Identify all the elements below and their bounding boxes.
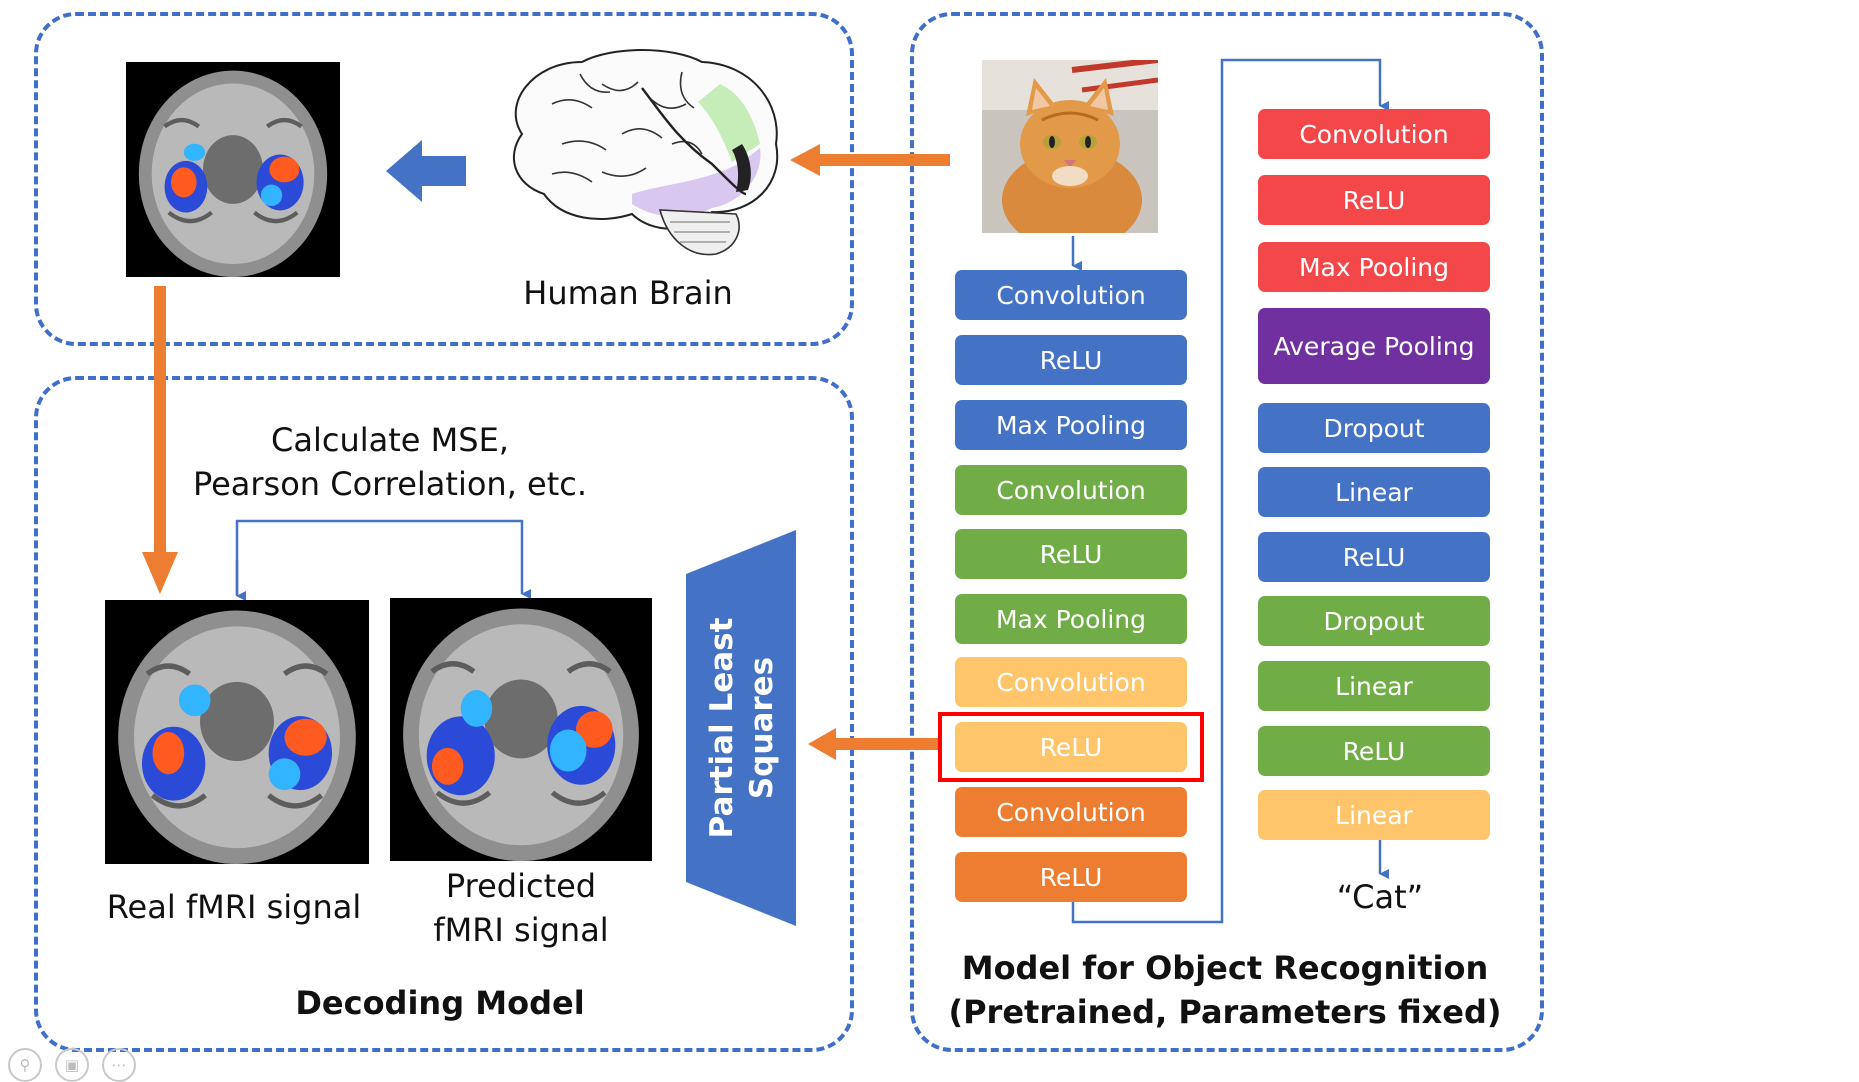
layer-label: Convolution (996, 797, 1146, 827)
pls-label-line1: Partial Least (704, 617, 740, 839)
brain-to-real-arrow (142, 286, 178, 594)
layer-col1-6: Max Pooling (955, 594, 1187, 644)
layer-col1-4: Convolution (955, 465, 1187, 515)
real-fmri-scan (105, 600, 369, 864)
layer-label: ReLU (1039, 539, 1103, 569)
layer-col2-10: ReLU (1258, 726, 1490, 776)
brain-panel (34, 12, 854, 346)
layer-label: ReLU (1342, 185, 1406, 215)
output-label: “Cat” (1336, 878, 1424, 916)
layer-col1-5: ReLU (955, 529, 1187, 579)
layer-col2-1: Convolution (1258, 109, 1490, 159)
pls-label-line2: Squares (744, 656, 780, 800)
model-title-line2: (Pretrained, Parameters fixed) (948, 993, 1502, 1031)
pls-label: Partial Least Squares (692, 578, 792, 878)
brain-illustration (513, 49, 779, 256)
zoom-icon[interactable]: ⚲ (8, 1048, 42, 1082)
layer-label: ReLU (1039, 862, 1103, 892)
metrics-text: Calculate MSE, Pearson Correlation, etc. (170, 418, 610, 506)
selected-layer-highlight (938, 712, 1204, 782)
brain-scan-top (126, 62, 340, 277)
metrics-line1: Calculate MSE, (271, 421, 509, 459)
predicted-fmri-scan (390, 598, 652, 861)
metrics-line2: Pearson Correlation, etc. (192, 465, 588, 503)
layer-col2-3: Max Pooling (1258, 242, 1490, 292)
layer-label: Convolution (1299, 119, 1449, 149)
layer-col1-9: Convolution (955, 787, 1187, 837)
layer-label: Linear (1335, 671, 1413, 701)
layer-col1-3: Max Pooling (955, 400, 1187, 450)
predicted-label-line2: fMRI signal (433, 911, 609, 949)
camera-icon[interactable]: ▣ (55, 1048, 89, 1082)
layer-label: Convolution (996, 667, 1146, 697)
pls-trapezoid (686, 530, 796, 926)
brain-title: Human Brain (523, 274, 733, 312)
real-fmri-label: Real fMRI signal (106, 888, 362, 926)
cat-photo (982, 60, 1158, 233)
layer-col2-6: Linear (1258, 467, 1490, 517)
layer-col2-8: Dropout (1258, 596, 1490, 646)
blue-block-arrow-icon (386, 140, 466, 202)
layer-col2-2: ReLU (1258, 175, 1490, 225)
layer-col2-9: Linear (1258, 661, 1490, 711)
decoding-panel (34, 376, 854, 1052)
layer-col1-2: ReLU (955, 335, 1187, 385)
decoding-model-title: Decoding Model (295, 984, 585, 1022)
model-title: Model for Object Recognition (Pretrained… (940, 946, 1510, 1034)
model-title-line1: Model for Object Recognition (961, 949, 1489, 987)
layer-label: Max Pooling (1298, 252, 1449, 282)
layer-col2-7: ReLU (1258, 532, 1490, 582)
layer-col2-11: Linear (1258, 790, 1490, 840)
layer-col2-5: Dropout (1258, 403, 1490, 453)
layer-col1-8: ReLU (955, 722, 1187, 772)
more-options-icon[interactable]: ⋯ (102, 1048, 136, 1082)
layer-label: Max Pooling (995, 410, 1146, 440)
layer-label: ReLU (1342, 736, 1406, 766)
layer-col1-7: Convolution (955, 657, 1187, 707)
layer-label: Average Pooling (1273, 331, 1475, 361)
layer-col1-1: Convolution (955, 270, 1187, 320)
predicted-label-line1: Predicted (445, 867, 597, 905)
layer-label: Dropout (1323, 413, 1425, 443)
model-panel (910, 12, 1544, 1052)
layer-col1-10: ReLU (955, 852, 1187, 902)
predicted-fmri-label: Predicted fMRI signal (400, 864, 642, 952)
layer-label: Max Pooling (995, 604, 1146, 634)
layer-label: Dropout (1323, 606, 1425, 636)
layer-label: ReLU (1039, 732, 1103, 762)
layer-label: Convolution (996, 280, 1146, 310)
layer-label: Linear (1335, 477, 1413, 507)
layer-label: Convolution (996, 475, 1146, 505)
cat-to-brain-arrow (790, 144, 950, 176)
layer-label: ReLU (1342, 542, 1406, 572)
layer-label: Linear (1335, 800, 1413, 830)
layer-label: ReLU (1039, 345, 1103, 375)
relu-to-pls-arrow (808, 728, 940, 760)
layer-col2-4: Average Pooling (1258, 308, 1490, 384)
